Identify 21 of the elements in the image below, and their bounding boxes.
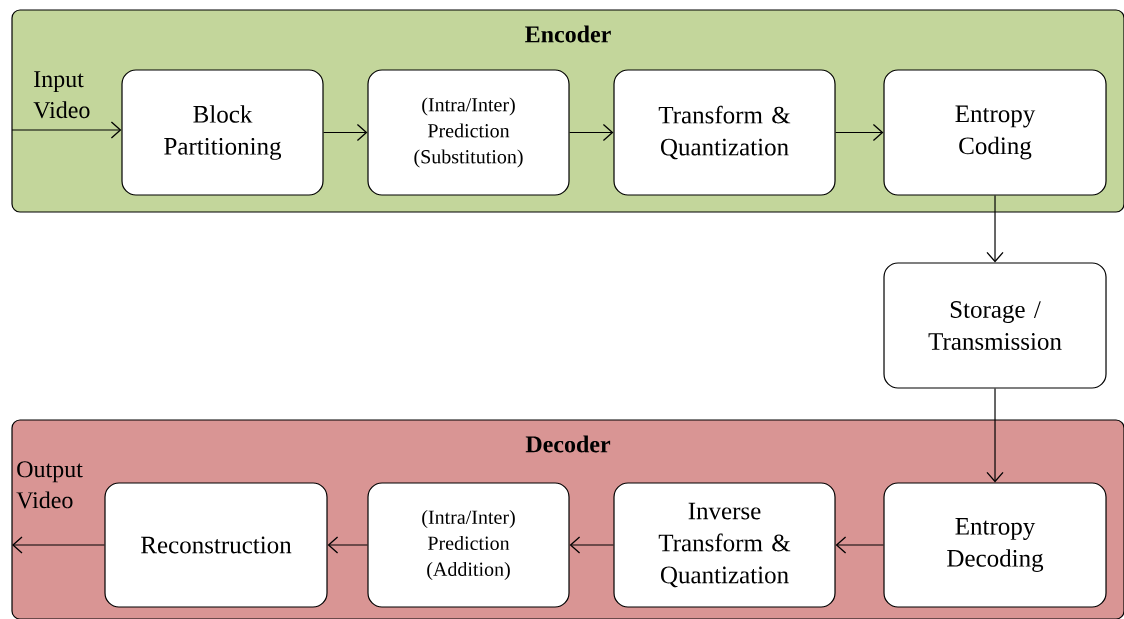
process-box: Inverse Transform & Quantization: [613, 482, 836, 608]
arrow: [986, 388, 1004, 483]
process-box: Entropy Decoding: [883, 482, 1107, 608]
arrow: [569, 123, 614, 142]
arrow: [986, 195, 1004, 263]
process-box: (Intra/Inter) Prediction (Substitution): [367, 69, 570, 196]
process-box: Block Partitioning: [121, 69, 324, 196]
arrow: [323, 123, 368, 142]
arrow: [11, 121, 122, 139]
process-box: Transform & Quantization: [613, 69, 836, 196]
edge-label: Output Video: [16, 461, 83, 509]
edge-label: Input Video: [33, 71, 90, 119]
process-box: Storage / Transmission: [883, 262, 1107, 389]
arrow: [569, 536, 614, 554]
arrow: [835, 123, 884, 142]
arrow: [327, 536, 368, 554]
process-box: Reconstruction: [104, 482, 328, 608]
arrow: [835, 536, 884, 554]
arrow: [12, 536, 105, 554]
process-box: (Intra/Inter) Prediction (Addition): [367, 482, 570, 608]
process-box: Entropy Coding: [883, 69, 1107, 196]
